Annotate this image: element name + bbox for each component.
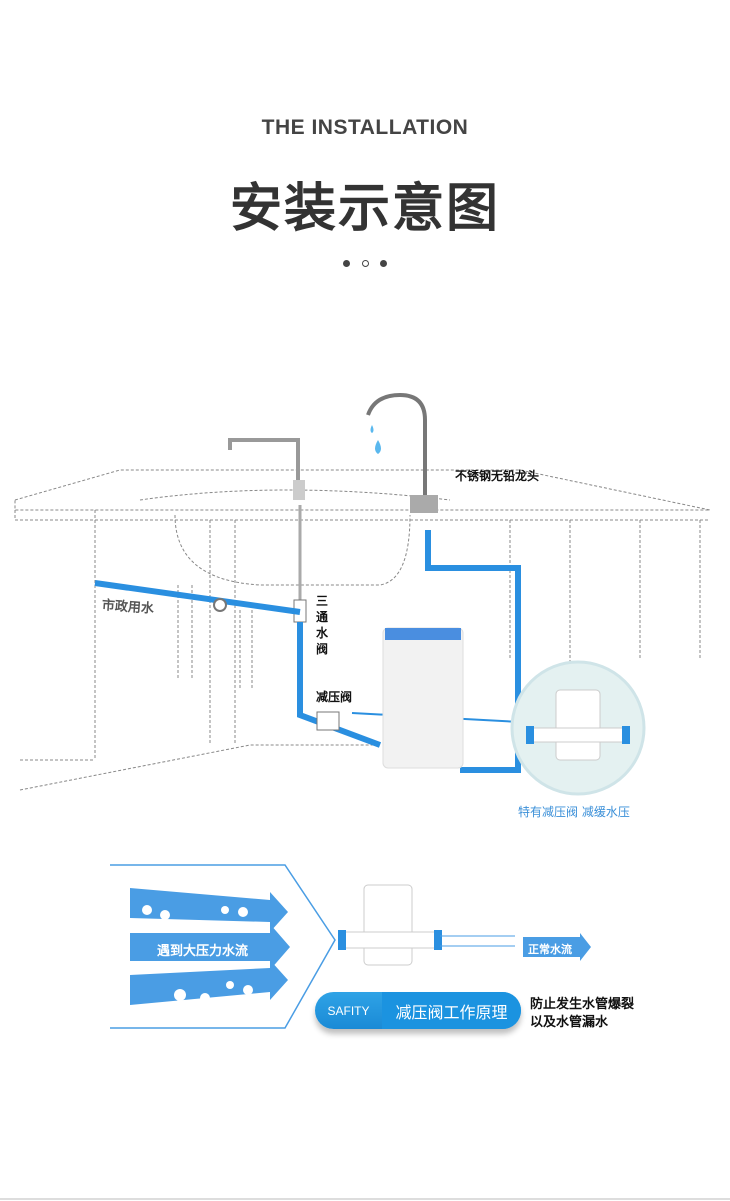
wall-valve [213, 598, 227, 612]
purifier-faucet [366, 392, 438, 513]
tee-valve-label: 三通水阀 [316, 594, 329, 656]
principle-diagram [110, 864, 591, 1029]
decor-dot [380, 260, 387, 267]
badge-right-text: 减压阀工作原理 [382, 992, 521, 1029]
purifier-unit [382, 627, 464, 769]
high-pressure-label: 遇到大压力水流 [157, 944, 249, 959]
pressure-valve-label: 减压阀 [316, 690, 353, 704]
decor-dot-hollow [362, 260, 369, 267]
kitchen-faucet [228, 438, 307, 623]
section-title-en: THE INSTALLATION [261, 116, 469, 139]
principle-badge: SAFITY 减压阀工作原理 [315, 992, 521, 1029]
water-pipes [94, 530, 521, 773]
decor-dot [343, 260, 350, 267]
pressure-arrow [130, 924, 290, 970]
section-title-cn: 安装示意图 [229, 179, 500, 239]
cabinet-outline [14, 469, 711, 791]
valve-zoom-circle [510, 660, 646, 796]
desc-line-2: 以及水管漏水 [530, 1015, 609, 1030]
city-water-label: 市政用水 [101, 598, 155, 617]
normal-flow-arrow [523, 933, 591, 961]
normal-flow-label: 正常水流 [528, 943, 572, 956]
pressure-arrow [130, 888, 288, 932]
faucet-label: 不锈钢无铅龙头 [455, 469, 540, 483]
feature-caption: 特有减压阀 减缓水压 [518, 805, 630, 819]
pressure-valve [316, 711, 340, 731]
desc-line-1: 防止发生水管爆裂 [530, 997, 635, 1012]
badge-left-text: SAFITY [327, 1003, 370, 1018]
